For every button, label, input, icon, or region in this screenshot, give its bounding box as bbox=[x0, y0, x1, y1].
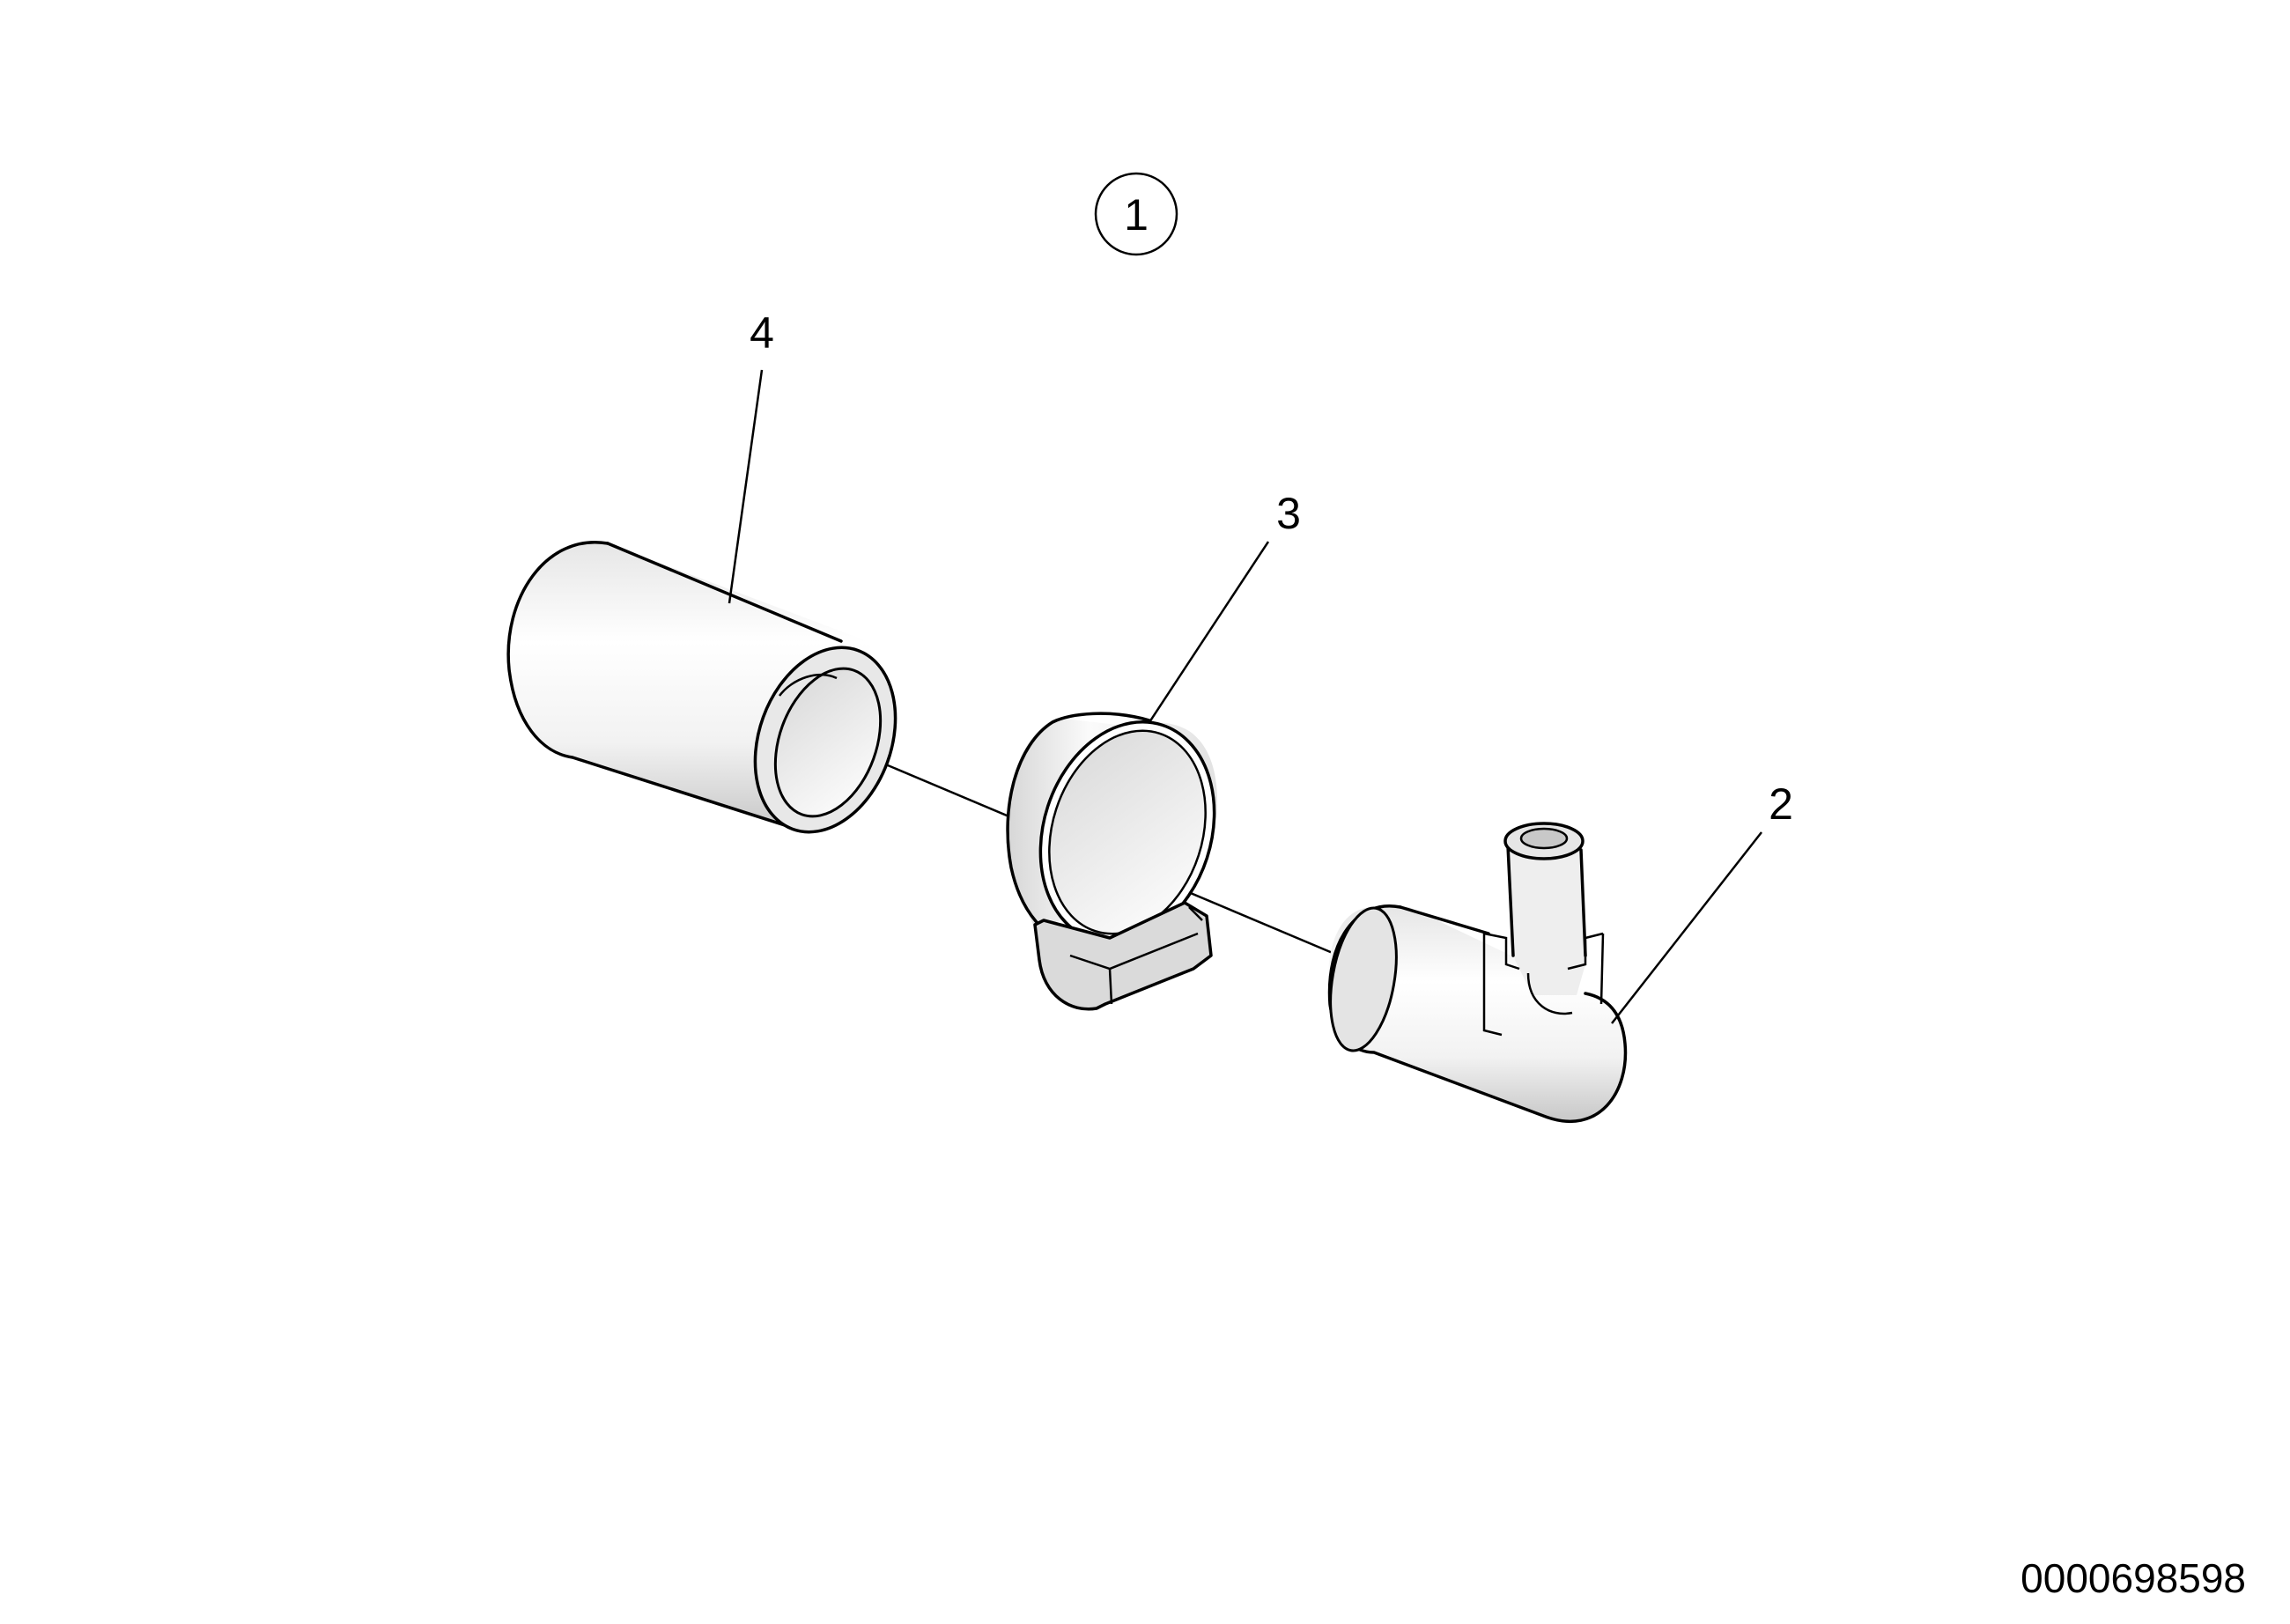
leader-line-part-3 bbox=[1148, 541, 1270, 723]
assembly-callout: 1 bbox=[1094, 172, 1178, 256]
part-label-3: 3 bbox=[1276, 489, 1301, 538]
catalog-number: 0000698598 bbox=[2020, 1555, 2246, 1601]
assembly-callout-number: 1 bbox=[1124, 190, 1149, 240]
part-3-hose-clamp bbox=[1006, 712, 1217, 1011]
part-label-4: 4 bbox=[750, 308, 774, 358]
leader-line-part-2 bbox=[1611, 831, 1762, 1024]
part-label-2: 2 bbox=[1769, 779, 1793, 829]
part-2-elbow-connector bbox=[1327, 822, 1628, 1123]
leader-line-part-4 bbox=[728, 369, 764, 604]
part-4-hose-sleeve bbox=[506, 541, 898, 834]
